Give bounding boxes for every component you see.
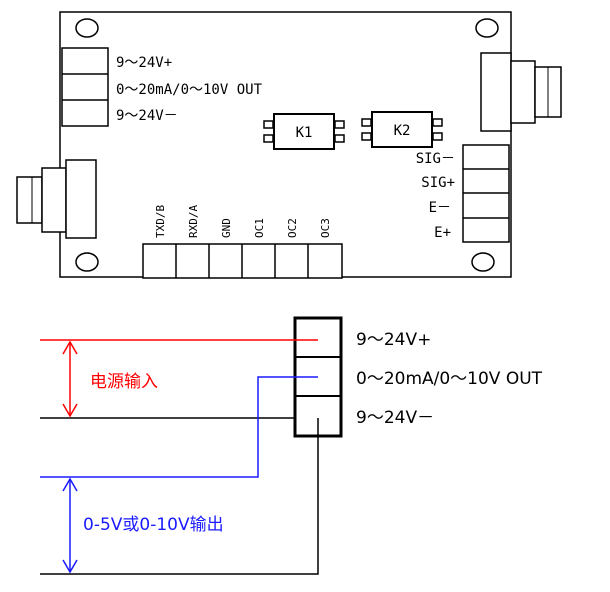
board-label-gnd: GND bbox=[220, 218, 233, 238]
wire-signal-ground bbox=[40, 418, 319, 575]
wiring-label-power-minus: 9～24V－ bbox=[356, 408, 434, 428]
board-label-oc2: OC2 bbox=[286, 218, 299, 238]
mounting-hole bbox=[75, 252, 99, 272]
mounting-hole bbox=[471, 252, 495, 272]
relay-k2: K2 bbox=[361, 111, 443, 148]
board-label-e-plus: E+ bbox=[434, 225, 451, 241]
wiring-label-power-plus: 9～24V+ bbox=[356, 330, 431, 350]
bottom-terminal-block bbox=[142, 243, 343, 279]
right-connector bbox=[480, 52, 562, 132]
wire-signal-out bbox=[40, 376, 318, 478]
right-terminal-block bbox=[462, 144, 510, 243]
board-label-sig-minus: SIG－ bbox=[416, 151, 455, 167]
left-connector bbox=[16, 159, 97, 239]
board-label-txd: TXD/B bbox=[154, 205, 167, 238]
board: 9～24V+ 0～20mA/0～10V OUT 9～24V－ K1 bbox=[16, 11, 562, 279]
power-input-label: 电源输入 bbox=[90, 372, 158, 392]
wiring-label-analog-out: 0～20mA/0～10V OUT bbox=[356, 369, 543, 389]
relay-k1-label: K1 bbox=[296, 125, 313, 141]
board-label-rxd: RXD/A bbox=[187, 205, 200, 238]
output-label: 0-5V或0-10V输出 bbox=[83, 515, 224, 535]
left-terminal-block bbox=[61, 47, 109, 127]
output-arrow bbox=[62, 477, 78, 574]
board-label-power-plus: 9～24V+ bbox=[116, 55, 172, 71]
power-input-arrow bbox=[62, 340, 78, 418]
board-label-e-minus: E－ bbox=[429, 200, 451, 216]
board-label-oc1: OC1 bbox=[253, 218, 266, 238]
relay-k2-label: K2 bbox=[394, 123, 411, 139]
board-label-analog-out: 0～20mA/0～10V OUT bbox=[116, 82, 263, 98]
board-label-sig-plus: SIG+ bbox=[421, 175, 455, 191]
wiring-diagram: 电源输入 0-5V或0-10V输出 9～24V+ 0～20mA/0～10V OU… bbox=[40, 316, 543, 575]
mounting-hole bbox=[75, 18, 99, 38]
board-label-oc3: OC3 bbox=[319, 218, 332, 238]
relay-k1: K1 bbox=[263, 113, 345, 150]
board-label-power-minus: 9～24V－ bbox=[116, 108, 178, 124]
mounting-hole bbox=[475, 18, 499, 38]
